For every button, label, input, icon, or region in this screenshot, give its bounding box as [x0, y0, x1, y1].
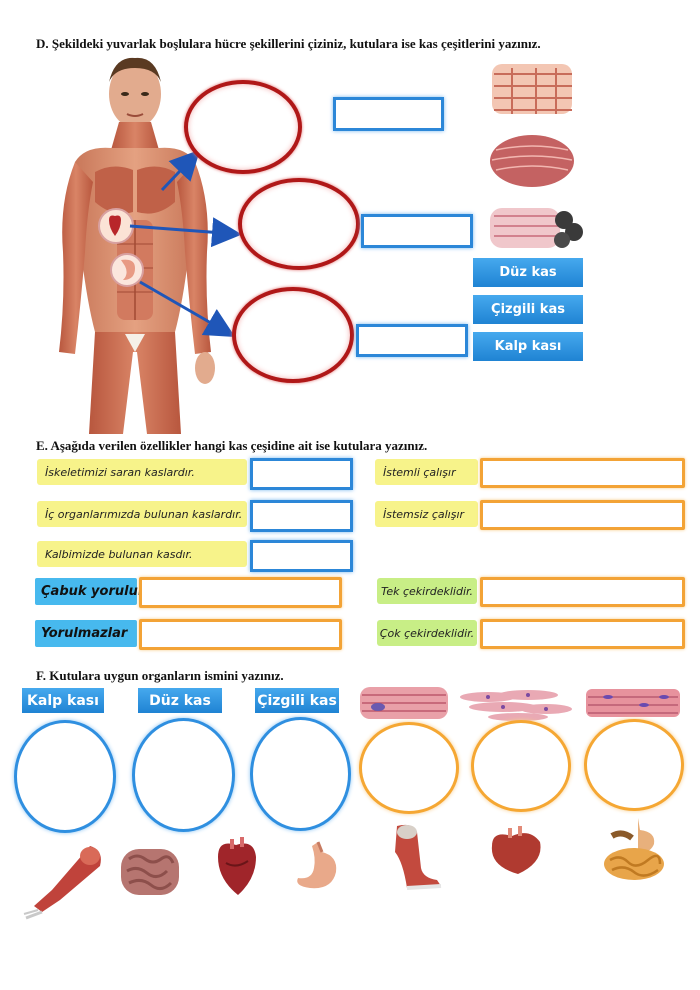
section-d-heading: D. Şekildeki yuvarlak boşlulara hücre şe…: [36, 36, 541, 51]
label-duz-kas: Düz kas: [473, 258, 583, 287]
smooth-muscle-strip: [460, 690, 572, 721]
item-istemli: İstemli çalışır: [375, 459, 478, 485]
answer-istemli[interactable]: [480, 458, 685, 488]
label-f-kalp-kasi: Kalp kası: [22, 688, 104, 713]
item-kalp: Kalbimizde bulunan kasdır.: [37, 541, 247, 567]
f-answer-circle-2[interactable]: [132, 718, 235, 832]
arrow-to-circle-2: [129, 217, 242, 248]
item-ic-organ: İç organlarımızda bulunan kaslardır.: [37, 501, 247, 527]
answer-circle-1[interactable]: [184, 80, 302, 174]
cardiac-muscle-tissue: [492, 64, 572, 114]
arrow-to-circle-1: [160, 149, 201, 192]
answer-box-2[interactable]: [361, 214, 473, 248]
item-iskelet: İskeletimizi saran kaslardır.: [37, 459, 247, 485]
answer-box-1[interactable]: [333, 97, 444, 131]
f-answer-circle-1[interactable]: [14, 720, 116, 833]
arm-muscle-icon: [23, 846, 101, 920]
skeletal-muscle-strip: [586, 689, 680, 717]
answer-tek-cekirdek[interactable]: [480, 577, 685, 607]
item-yorulmazlar: Yorulmazlar: [35, 620, 137, 647]
digestive-system-icon: [604, 818, 664, 880]
answer-yorulmazlar[interactable]: [139, 619, 342, 650]
item-istemsiz: İstemsiz çalışır: [375, 501, 478, 527]
intestine-icon: [121, 849, 179, 895]
heart-icon-2: [491, 826, 541, 874]
heart-icon: [218, 837, 256, 895]
human-muscle-figure: [59, 57, 215, 434]
label-f-cizgili-kas: Çizgili kas: [255, 688, 339, 713]
item-tek-cekirdek: Tek çekirdeklidir.: [377, 578, 477, 604]
item-cabuk-yorulur: Çabuk yorulur: [35, 578, 144, 605]
f-answer-circle-3[interactable]: [250, 717, 351, 831]
f-answer-circle-6[interactable]: [584, 719, 684, 811]
stomach-icon: [297, 841, 337, 889]
f-answer-circle-5[interactable]: [471, 720, 571, 812]
answer-cok-cekirdek[interactable]: [480, 619, 685, 649]
cardiac-muscle-strip: [360, 687, 448, 719]
f-answer-circle-4[interactable]: [359, 722, 459, 814]
arrows-layer: [129, 149, 242, 338]
answer-istemsiz[interactable]: [480, 500, 685, 530]
skeletal-muscle-tissue: [490, 208, 583, 248]
answer-ic-organ[interactable]: [250, 500, 353, 532]
item-cok-cekirdek: Çok çekirdeklidir.: [377, 620, 477, 646]
smooth-muscle-tissue: [490, 135, 574, 187]
leg-muscle-icon: [395, 824, 442, 890]
answer-circle-2[interactable]: [238, 178, 360, 270]
answer-cabuk-yorulur[interactable]: [139, 577, 342, 608]
answer-iskelet[interactable]: [250, 458, 353, 490]
arrow-to-circle-3: [139, 280, 236, 338]
label-cizgili-kas: Çizgili kas: [473, 295, 583, 324]
label-f-duz-kas: Düz kas: [138, 688, 222, 713]
section-f-heading: F. Kutulara uygun organların ismini yazı…: [36, 668, 284, 683]
label-kalp-kasi: Kalp kası: [473, 332, 583, 361]
answer-circle-3[interactable]: [232, 287, 354, 383]
section-e-heading: E. Aşağıda verilen özellikler hangi kas …: [36, 438, 428, 453]
answer-kalp[interactable]: [250, 540, 353, 572]
answer-box-3[interactable]: [356, 324, 468, 357]
